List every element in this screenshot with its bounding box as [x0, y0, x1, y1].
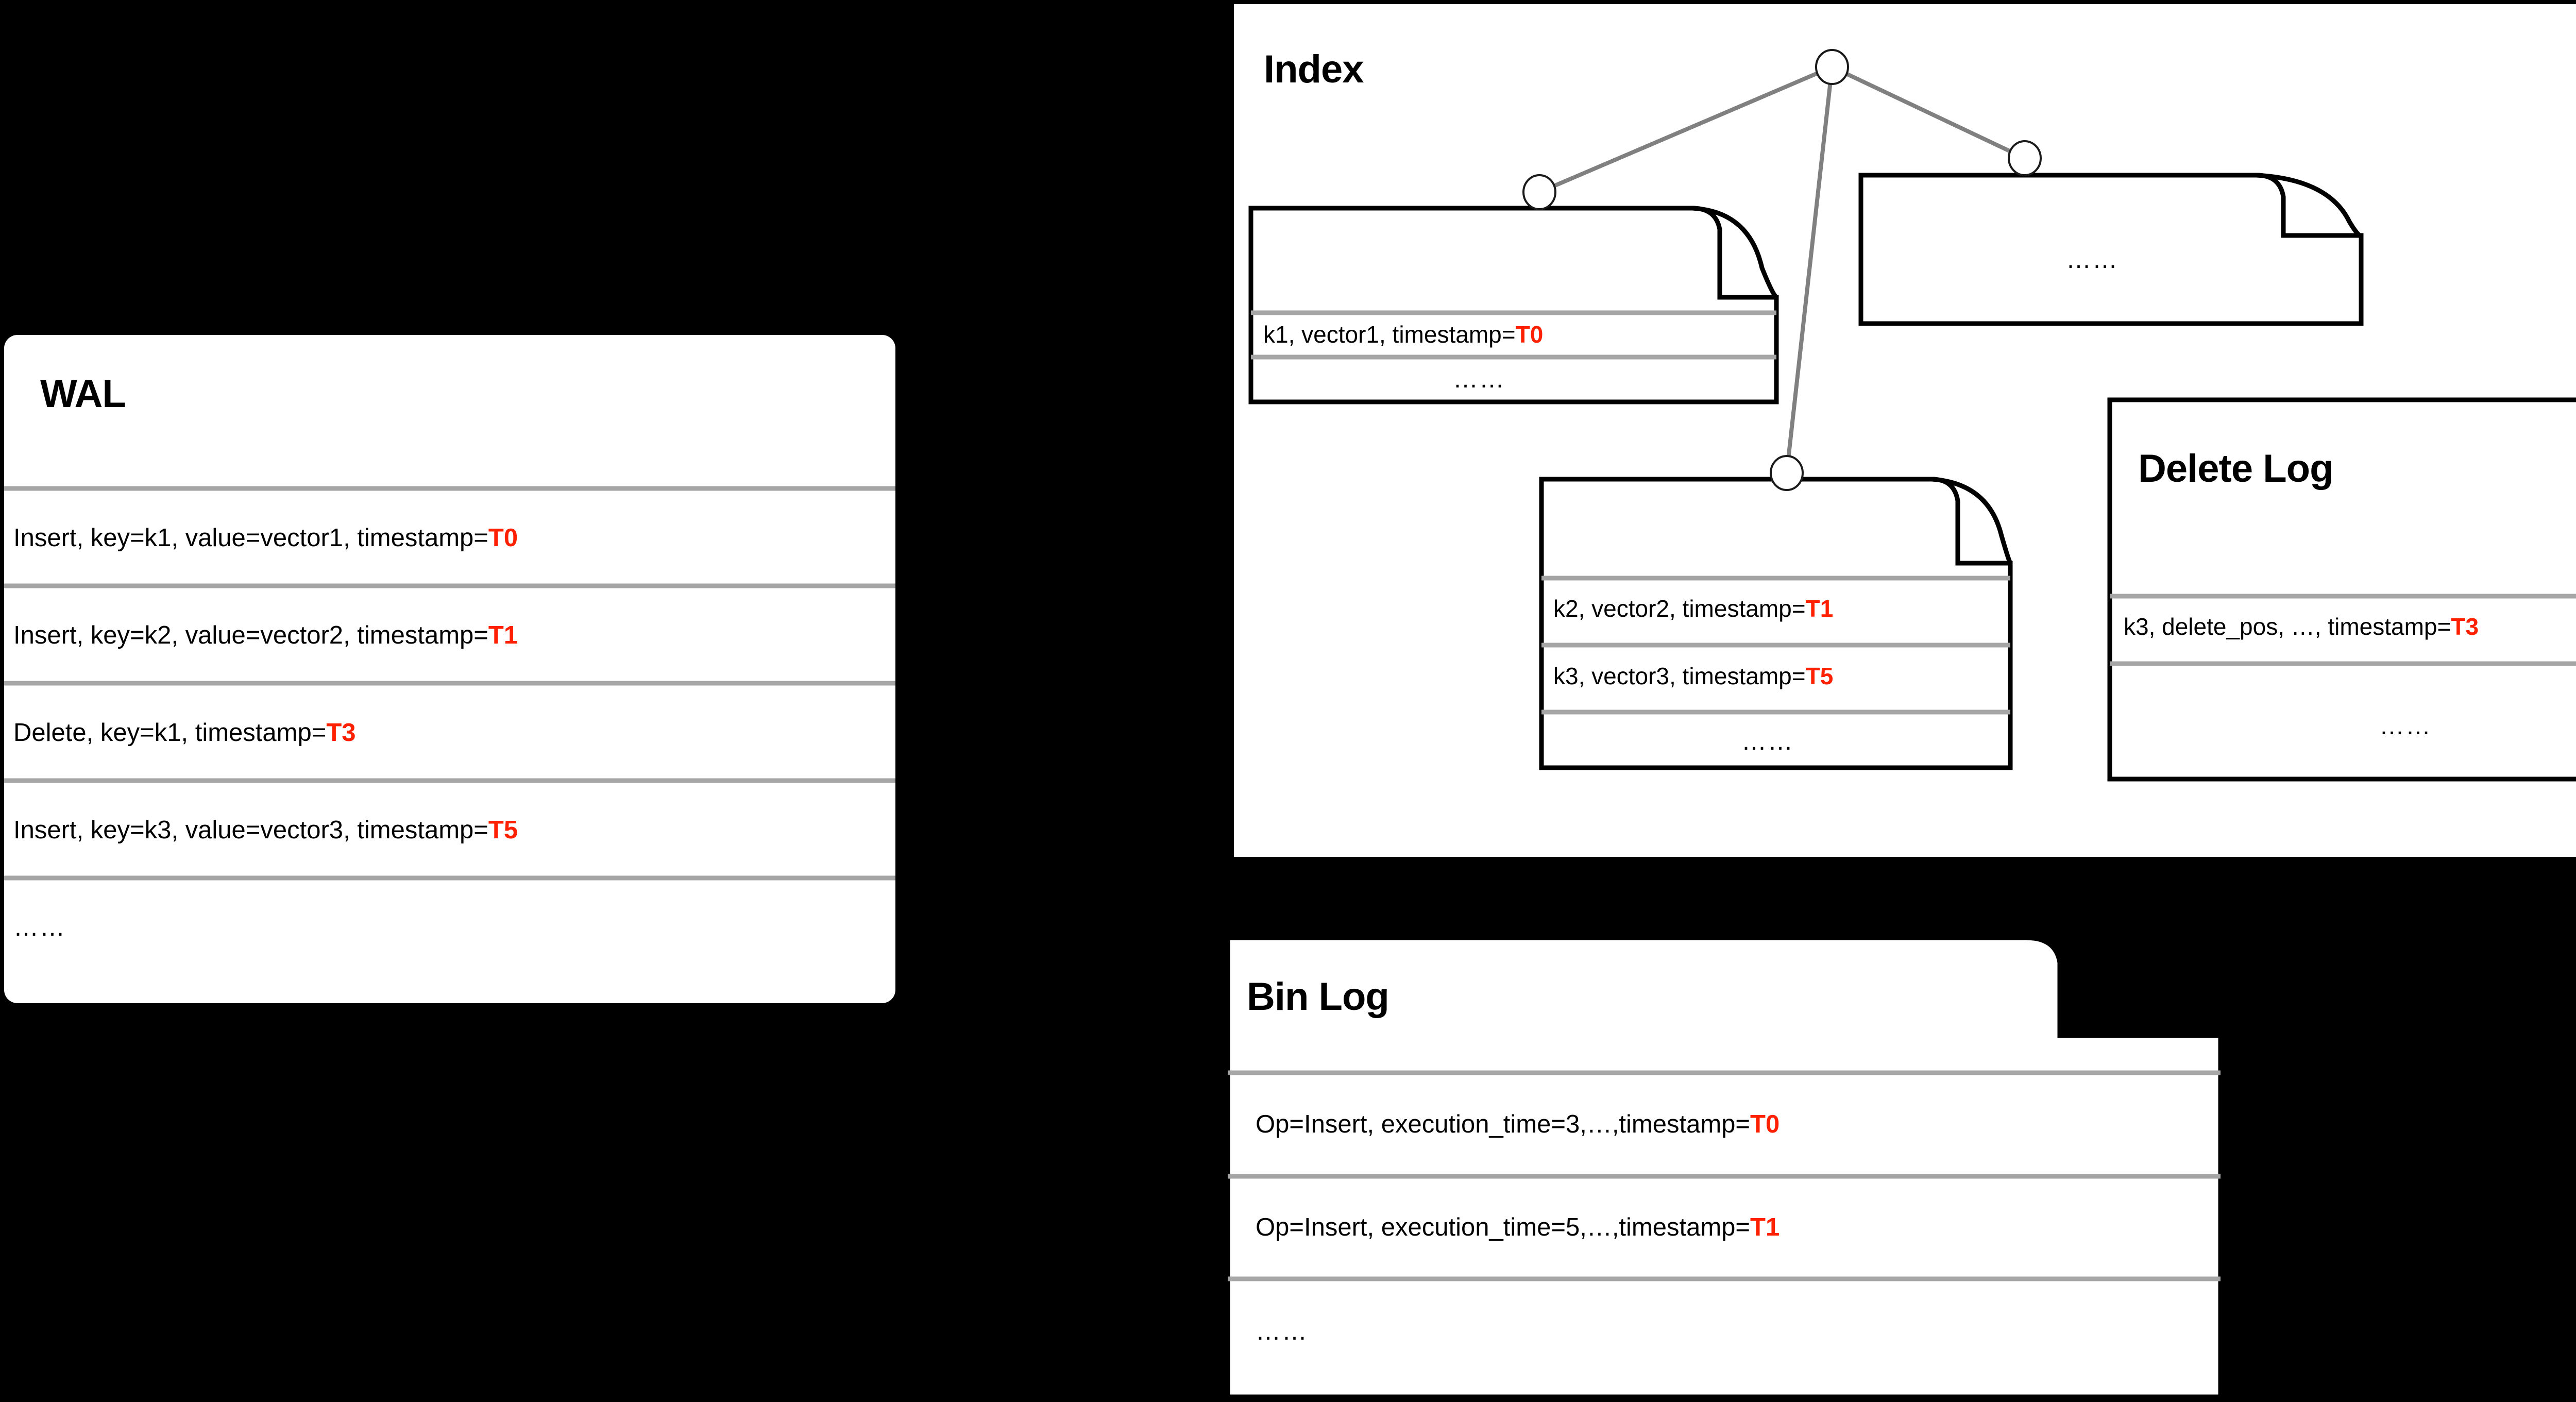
- wal-row-2: Delete, key=k1, timestamp=T3: [13, 719, 356, 747]
- wal-row-0: Insert, key=k1, value=vector1, timestamp…: [13, 524, 518, 552]
- wal-panel-background: [4, 335, 895, 1003]
- index-leaf-right: ……: [1858, 173, 2364, 326]
- delete-log-title: Delete Log: [2138, 447, 2333, 491]
- index-leaf-left-outline: [1248, 206, 1779, 404]
- index-leaf-middle-row-1: k3, vector3, timestamp=T5: [1553, 663, 1833, 689]
- delete-log-outline: [2107, 397, 2576, 782]
- tree-edge-root-left: [1538, 65, 1833, 194]
- index-tree-edges: [1538, 65, 2026, 474]
- wal-row-1: Insert, key=k2, value=vector2, timestamp…: [13, 621, 518, 649]
- wal-title: WAL: [40, 372, 126, 416]
- delete-log-row-0: k3, delete_pos, …, timestamp=T3: [2124, 613, 2479, 640]
- index-title: Index: [1264, 47, 1364, 91]
- bin-log-panel: Bin Log Op=Insert, execution_time=3,…,ti…: [1225, 935, 2223, 1399]
- index-leaf-middle: k2, vector2, timestamp=T1 k3, vector3, t…: [1539, 477, 2013, 770]
- tree-node-child-middle[interactable]: [1770, 455, 1804, 491]
- tree-node-root[interactable]: [1815, 49, 1849, 85]
- index-leaf-left-fold: [1692, 206, 1778, 299]
- wal-row-4: ……: [13, 914, 66, 941]
- index-leaf-left-row-0: k1, vector1, timestamp=T0: [1263, 321, 1543, 348]
- tree-node-child-left[interactable]: [1522, 174, 1556, 210]
- bin-log-title: Bin Log: [1247, 975, 1389, 1019]
- bin-log-row-0: Op=Insert, execution_time=3,…,timestamp=…: [1256, 1110, 1780, 1138]
- bin-log-fold: [2026, 935, 2222, 1038]
- delete-log-panel: Delete Log k3, delete_pos, …, timestamp=…: [2107, 397, 2576, 782]
- index-leaf-left: k1, vector1, timestamp=T0 ……: [1248, 206, 1779, 404]
- bin-log-row-2: ……: [1256, 1317, 1308, 1345]
- index-leaf-middle-outline: [1539, 477, 2013, 770]
- delete-log-row-1: ……: [2379, 712, 2432, 740]
- index-leaf-right-row-0: ……: [2066, 246, 2119, 274]
- index-leaf-middle-row-2: ……: [1741, 728, 1794, 755]
- wal-panel: WAL Insert, key=k1, value=vector1, times…: [4, 335, 895, 1003]
- tree-node-child-right[interactable]: [2008, 140, 2042, 176]
- index-tree-nodes: [1522, 49, 2042, 491]
- index-leaf-middle-fold: [1931, 477, 2013, 565]
- index-leaf-middle-row-0: k2, vector2, timestamp=T1: [1553, 595, 1833, 622]
- tree-edge-root-middle: [1785, 66, 1834, 474]
- index-leaf-right-fold: [2256, 173, 2363, 238]
- bin-log-row-1: Op=Insert, execution_time=5,…,timestamp=…: [1256, 1213, 1780, 1241]
- index-panel: Index k1, vector1, timestamp=T0 …… ……: [1234, 4, 2576, 857]
- wal-row-3: Insert, key=k3, value=vector3, timestamp…: [13, 816, 518, 844]
- tree-edge-root-right: [1831, 65, 2026, 160]
- index-leaf-left-row-1: ……: [1453, 365, 1505, 393]
